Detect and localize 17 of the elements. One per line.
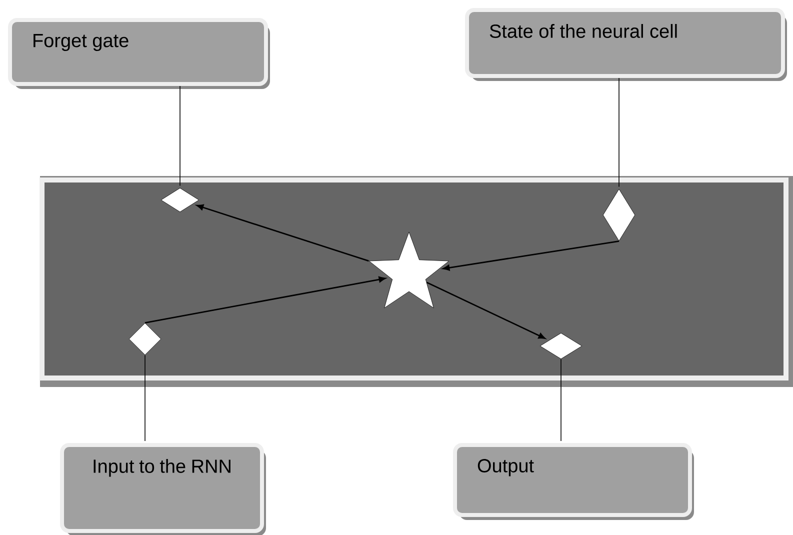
arrow <box>426 282 546 339</box>
text-box: Forget gate <box>8 18 270 89</box>
connector-line <box>560 358 562 442</box>
arrow <box>144 276 386 324</box>
arrow <box>442 240 620 271</box>
connector-line <box>144 354 146 442</box>
diamond <box>160 188 200 212</box>
star <box>368 232 450 308</box>
arrow <box>196 204 369 262</box>
diamond <box>540 332 582 360</box>
text-box: Input to the RNN <box>60 442 266 535</box>
diamond <box>602 188 636 242</box>
diamond <box>128 322 162 356</box>
connector-line <box>618 78 620 188</box>
band <box>40 176 793 387</box>
text-box: Output <box>453 442 694 520</box>
text-box: State of the neural cell <box>465 8 787 81</box>
